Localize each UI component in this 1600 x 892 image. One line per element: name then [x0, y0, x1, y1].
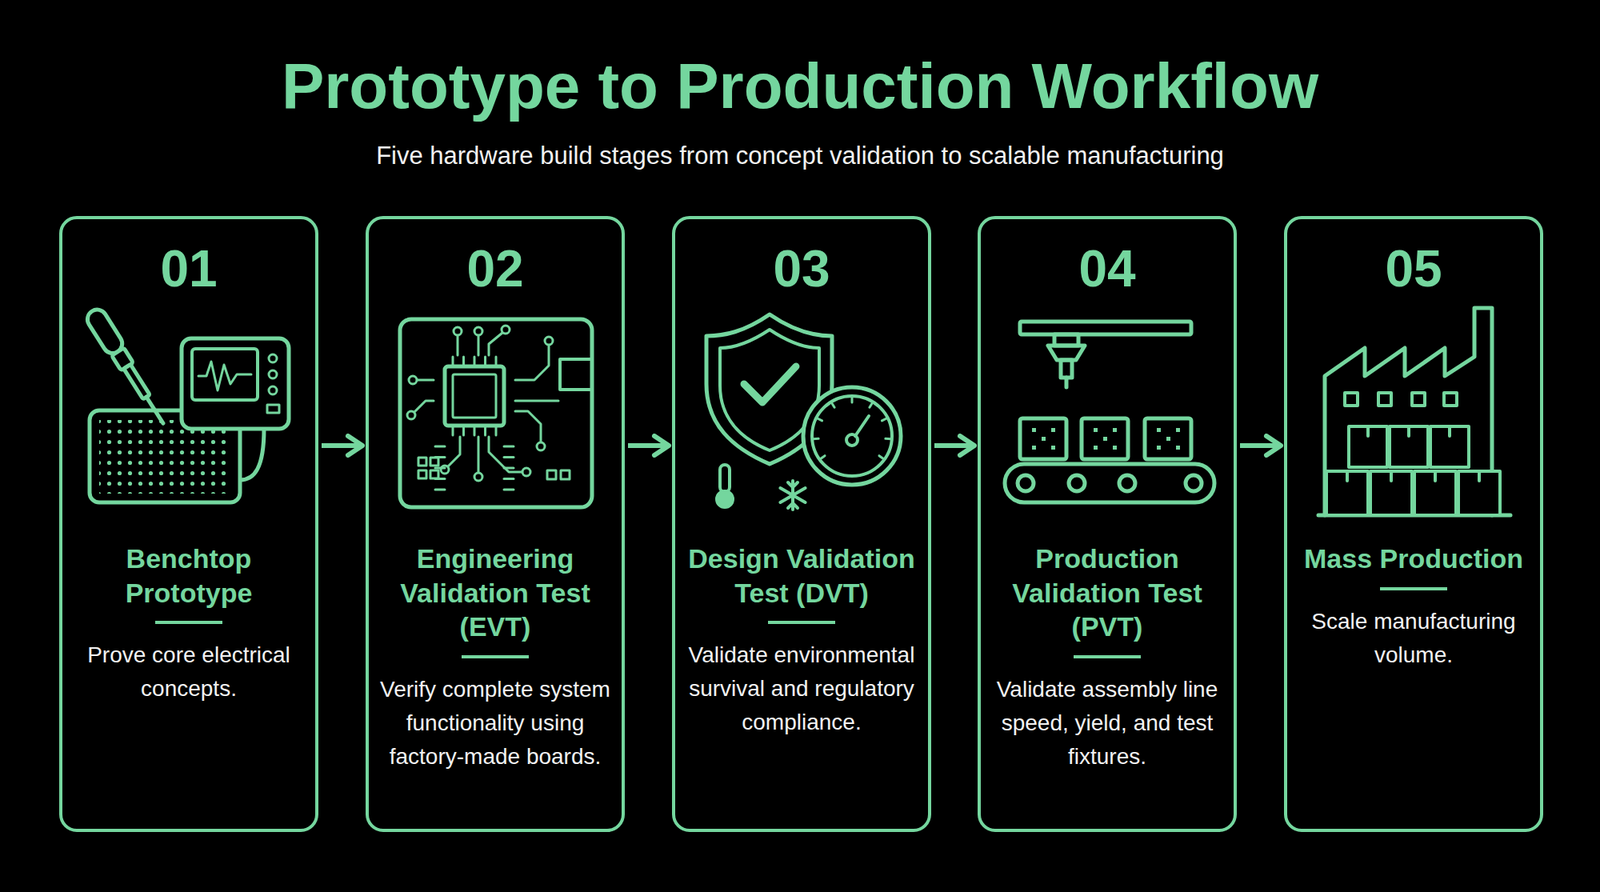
stage-heading: Design Validation Test (DVT)	[684, 541, 919, 610]
stage-heading: Benchtop Prototype	[72, 541, 306, 610]
divider	[155, 620, 223, 624]
stage-box: 02Engineering Validation Test (EVT) Verif…	[365, 216, 625, 832]
flow-arrow	[934, 443, 975, 448]
stage-box: 05Mass ProductionScale manufacturing vol…	[1284, 216, 1544, 832]
checkmark	[744, 366, 796, 403]
scope-screen	[192, 348, 258, 400]
probe-wire	[240, 428, 264, 480]
pcb-traces	[407, 325, 559, 481]
product-box	[1144, 418, 1192, 460]
stage-description: Verify complete system functionality usi…	[378, 672, 612, 774]
divider	[1380, 587, 1448, 591]
stage-heading: Production Validation Test (PVT)	[990, 541, 1224, 644]
stage-number: 04	[1078, 243, 1136, 295]
stage-number: 01	[160, 243, 217, 295]
assembly-icon	[1004, 321, 1215, 503]
factory-icon	[1318, 308, 1511, 516]
gantry	[1020, 321, 1192, 335]
stage-description: Scale manufacturing volume.	[1296, 604, 1531, 672]
benchtop-icon	[84, 306, 289, 503]
validation-icon	[706, 314, 901, 510]
divider	[768, 620, 836, 624]
connector	[560, 359, 592, 390]
soldering-iron	[84, 306, 172, 429]
snowflake	[780, 480, 805, 510]
pcb-icon	[400, 319, 592, 508]
flow-arrow	[1240, 443, 1281, 448]
waveform	[198, 361, 252, 391]
product-box	[1020, 418, 1067, 460]
pcb-board	[400, 319, 592, 508]
stage-number: 05	[1384, 243, 1442, 295]
stage-box: 01Benchtop PrototypeProve core electrica…	[59, 216, 319, 832]
perfboard-holes	[99, 420, 231, 494]
oscilloscope	[181, 338, 289, 429]
stage-number: 03	[772, 243, 830, 295]
divider	[1073, 655, 1141, 659]
gauge	[803, 387, 901, 485]
stage-heading: Engineering Validation Test (EVT)	[378, 541, 612, 644]
flow-arrow	[628, 443, 669, 448]
title: Prototype to Production Workflow	[0, 49, 1600, 124]
flow-arrow	[321, 443, 363, 448]
chip	[444, 366, 504, 426]
stage-description: Validate assembly line speed, yield, and…	[990, 672, 1224, 774]
stage-description: Prove core electrical concepts.	[72, 638, 306, 706]
title-holder: Prototype to Production Workflow	[0, 49, 1600, 124]
conveyor	[1004, 464, 1215, 503]
stage-number: 02	[466, 243, 524, 295]
product-box	[1081, 418, 1128, 460]
stage-heading: Mass Production	[1304, 541, 1524, 576]
subtitle-holder: Five hardware build stages from concept …	[0, 140, 1600, 171]
stage-box: 03Design Validation Test (DVT) Validate e…	[672, 216, 932, 832]
stage-box: 04Production Validation Test (PVT) Valida…	[977, 216, 1237, 832]
divider	[461, 655, 529, 659]
stage-description: Validate environmental survival and regu…	[684, 638, 919, 740]
thermometer	[720, 464, 730, 492]
subtitle: Five hardware build stages from concept …	[0, 140, 1600, 171]
